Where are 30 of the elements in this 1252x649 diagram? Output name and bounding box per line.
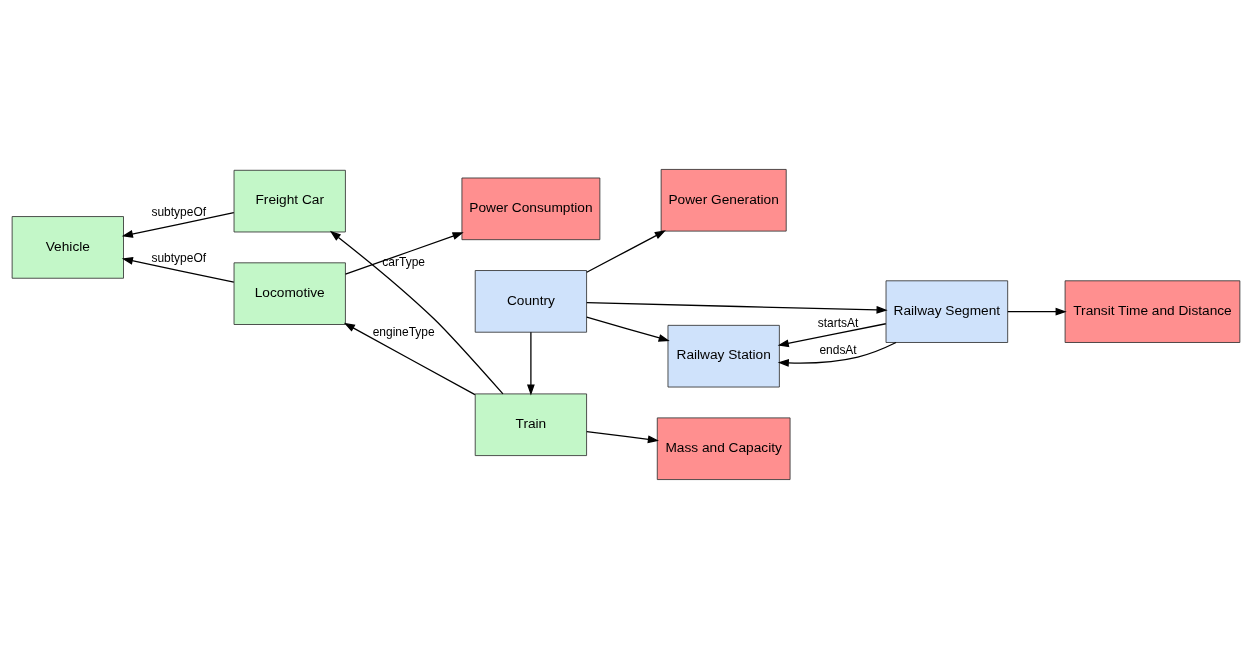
node-box: Transit Time and Distance	[1064, 280, 1241, 343]
arrow	[586, 302, 888, 314]
arrow	[586, 316, 670, 342]
node-box: Railway Segment	[885, 280, 1009, 343]
edge-label: carType	[382, 254, 425, 269]
edge-label: endsAt	[819, 342, 857, 357]
node-box: Vehicle	[11, 216, 124, 279]
node-box: Freight Car	[233, 169, 346, 233]
arrow	[527, 331, 535, 396]
node-box: Power Consumption	[461, 177, 601, 241]
arrow	[1007, 307, 1067, 316]
node-box: Power Generation	[660, 169, 787, 232]
arrow	[329, 230, 504, 395]
arrow	[121, 212, 235, 238]
arrow	[777, 323, 887, 348]
arrow	[586, 431, 659, 444]
edge-label: engineType	[372, 324, 435, 339]
node-box: Mass and Capacity	[656, 417, 791, 480]
arrow	[777, 341, 897, 367]
edge-label: subtypeOf	[151, 204, 207, 219]
arrow	[343, 322, 476, 396]
edge-label: subtypeOf	[151, 251, 207, 266]
node-box: Railway Station	[667, 324, 780, 388]
node-box: Country	[474, 270, 587, 333]
node-box: Train	[474, 393, 587, 456]
node-box: Locomotive	[233, 262, 346, 325]
arrow	[586, 230, 666, 273]
arrow	[344, 232, 464, 275]
arrow	[121, 257, 235, 283]
edge-label: startsAt	[817, 316, 859, 331]
